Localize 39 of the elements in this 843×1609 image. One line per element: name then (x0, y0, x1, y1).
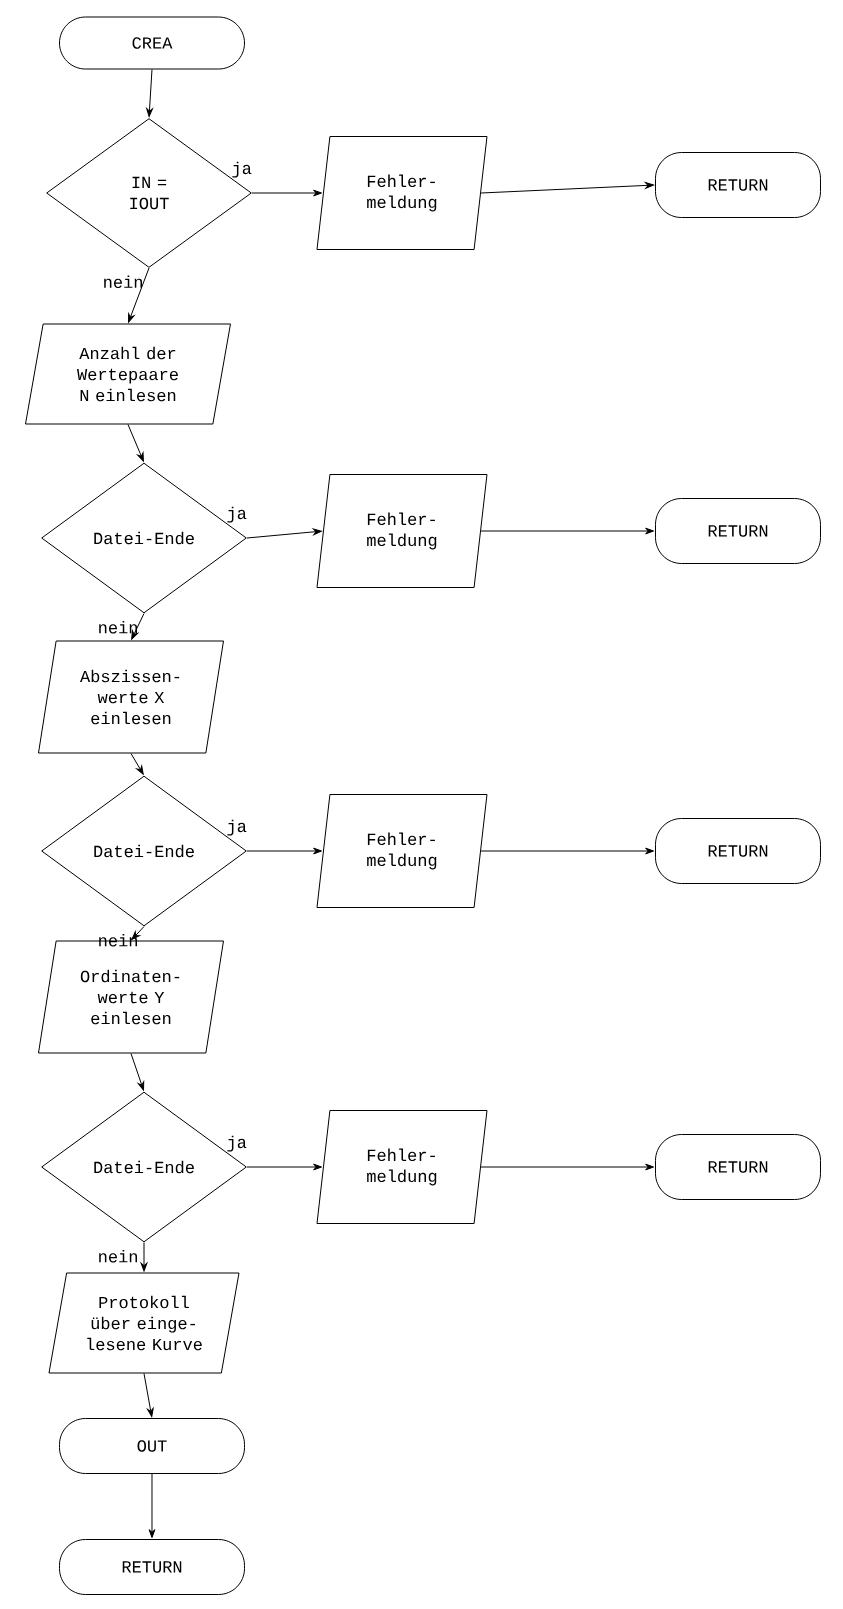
edge-label: nein (99, 621, 137, 634)
arrow (130, 1053, 145, 1091)
arrow (143, 1373, 154, 1418)
io-parallelogram: Anzahl der Wertepaare N einlesen (25, 323, 231, 425)
arrow (480, 527, 655, 535)
arrow (246, 847, 322, 855)
terminal: CREA (59, 16, 245, 70)
terminal: RETURN (59, 1539, 245, 1595)
edge-label: ja (232, 161, 252, 178)
terminal: RETURN (655, 818, 821, 884)
arrow (140, 1242, 148, 1272)
terminal: RETURN (655, 1134, 821, 1200)
edge-label: nein (99, 1250, 137, 1263)
edge-label: ja (227, 819, 247, 836)
terminal: RETURN (655, 152, 821, 218)
arrow (146, 69, 153, 118)
io-parallelogram: Fehler- meldung (316, 794, 488, 908)
io-parallelogram: Fehler- meldung (316, 474, 488, 588)
arrow (130, 753, 144, 775)
arrow (480, 1163, 655, 1171)
io-parallelogram: Fehler- meldung (316, 1110, 488, 1224)
arrow (246, 528, 322, 539)
edge-label: ja (227, 506, 247, 523)
terminal: OUT (59, 1418, 245, 1474)
arrow (480, 847, 655, 855)
arrow (128, 267, 150, 323)
io-parallelogram: Fehler- meldung (316, 136, 488, 250)
arrow (148, 1473, 156, 1539)
arrow (480, 182, 655, 194)
edge-label: ja (227, 1135, 247, 1152)
arrow (131, 926, 145, 940)
arrow (246, 1163, 322, 1171)
arrow (127, 424, 144, 462)
io-parallelogram: Abszissen- werte X einlesen (38, 640, 224, 754)
io-parallelogram: Protokoll über einge- lesene Kurve (48, 1272, 240, 1374)
terminal: RETURN (655, 498, 821, 564)
edge-label: nein (104, 275, 142, 288)
arrow (251, 189, 322, 197)
arrow (131, 613, 145, 640)
